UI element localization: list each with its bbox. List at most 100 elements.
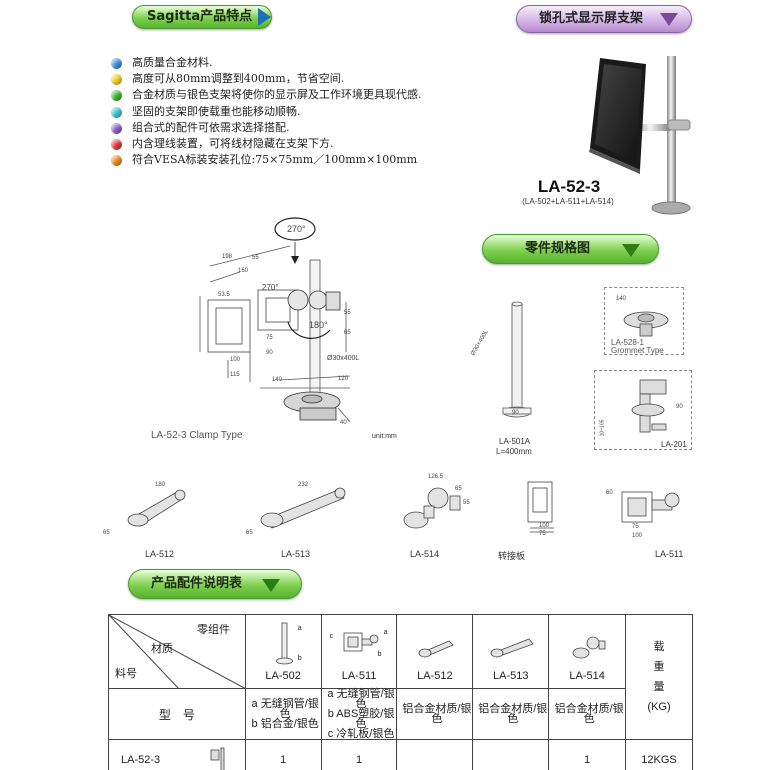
table-corner: 零组件 材质 料号: [108, 614, 246, 689]
weight-header-line: 重: [653, 660, 665, 673]
feature-item: 合金材质与银色支架将使你的显示屏及工作环境更具现代感.: [111, 87, 441, 103]
dim-100: 100: [230, 357, 241, 363]
la511-icon: [343, 632, 378, 652]
dim-120: 120: [338, 376, 349, 382]
material-la512: 铝合金材质/银色: [396, 688, 474, 740]
feature-item: 高度可从80mm调整到400mm，节省空间.: [111, 71, 441, 87]
la514-drawing: [403, 487, 461, 529]
clamp-drawing: [631, 379, 667, 433]
parts-tag: 零件规格图: [482, 234, 659, 264]
la511-label: LA-511: [655, 549, 684, 559]
adapter-d100: 100: [539, 523, 550, 529]
bullet-icon: [111, 155, 122, 167]
col-la512: LA-512: [396, 614, 474, 689]
la512-icon: [419, 640, 455, 658]
row-weight: 12KGS: [625, 739, 693, 770]
callout-b: b: [297, 655, 302, 662]
parts-tag-label: 零件规格图: [525, 241, 591, 256]
col-la514-label: LA-514: [569, 670, 605, 682]
corner-diagonal: [109, 615, 246, 689]
grommet-drawing: [623, 311, 669, 337]
clamp-box: [594, 370, 692, 450]
weight-header-line: 载: [653, 640, 665, 653]
adapter-drawing: [527, 481, 554, 533]
col-la511-label: LA-511: [341, 670, 377, 682]
la512-d65: 65: [103, 530, 110, 536]
corner-components: 零组件: [197, 623, 230, 636]
dim-140: 140: [272, 377, 283, 383]
callout-c: c: [329, 633, 334, 640]
product-model: LA-52-3: [537, 177, 601, 196]
bullet-icon: [111, 106, 122, 118]
weight-header-line: (KG): [647, 701, 671, 713]
adapter-label: 转接板: [498, 551, 526, 561]
row-value-la512: [396, 739, 474, 770]
col-la502: a b LA-502: [244, 614, 322, 689]
grommet-label: LA-528-1: [611, 338, 644, 347]
dim-53: 53.5: [218, 292, 230, 298]
unit-label: unit:mm: [372, 433, 397, 440]
la513-drawing: [260, 487, 346, 529]
la512-d180: 180: [155, 482, 166, 488]
grommet-type: Grommet Type: [611, 346, 664, 355]
material-la514: 铝合金材质/银色: [548, 688, 627, 740]
la511-d75: 75: [632, 524, 639, 530]
dim-115: 115: [230, 372, 240, 378]
la514-icon: [572, 636, 606, 659]
clamp-d10: 10~105: [599, 419, 606, 437]
row-value-la502: 1: [244, 739, 322, 770]
product-photo: [589, 56, 691, 215]
accessory-table: 零组件 材质 料号 a b LA-502 c a b LA-511 LA-512: [108, 614, 693, 770]
la502-icon: [275, 622, 293, 665]
feature-list: 高质量合金材料. 高度可从80mm调整到400mm，节省空间. 合金材质与银色支…: [111, 55, 441, 168]
bullet-icon: [111, 58, 122, 69]
la513-icon: [490, 638, 534, 658]
row-model: LA-52-3: [108, 739, 246, 770]
pole-spec-label: Ø30×400L: [470, 329, 490, 357]
col-la513-label: LA-513: [493, 670, 529, 682]
row-model-label: LA-52-3: [121, 753, 161, 766]
dim-180: 180°: [309, 320, 328, 330]
bullet-icon: [111, 122, 122, 134]
brand-tag: Sagitta产品特点: [132, 5, 272, 29]
feature-item: 坚固的支架即使载重也能移动顺畅.: [111, 104, 441, 120]
dim-270: 270°: [287, 224, 306, 234]
dim-270b: 270°: [262, 283, 279, 292]
la513-d232: 232: [298, 482, 309, 488]
col-la513: LA-513: [472, 614, 550, 689]
dim-90: 90: [266, 350, 273, 356]
pole-d90: 90: [512, 410, 519, 416]
la512-label: LA-512: [145, 549, 175, 559]
grommet-box: [604, 287, 684, 355]
col-la512-label: LA-512: [417, 670, 453, 682]
callout-a: a: [383, 629, 388, 636]
weight-header-line: 量: [653, 680, 665, 693]
row-value-la511: 1: [320, 739, 398, 770]
col-la511: c a b LA-511: [320, 614, 398, 689]
adapter-d75: 75: [539, 531, 546, 537]
pole-spec: Ø30x400L: [327, 355, 360, 362]
corner-partno: 料号: [115, 667, 137, 680]
dim-160: 160: [238, 268, 249, 274]
row-value-la513: [472, 739, 550, 770]
clamp-label: LA-201: [661, 440, 687, 449]
la514-d126: 126.5: [428, 474, 444, 480]
la513-d65: 65: [246, 530, 253, 536]
col-la514: LA-514: [548, 614, 627, 689]
parts-tag-chevron-icon: [622, 244, 640, 257]
pole-label: LA-501A: [499, 437, 531, 446]
brand-tag-arrow-icon: [258, 8, 271, 26]
grommet-d140: 140: [616, 296, 627, 302]
model-header: 型 号: [108, 688, 246, 740]
dim-55: 55: [252, 255, 259, 261]
product-tag-chevron-icon: [660, 13, 678, 26]
bullet-icon: [111, 139, 122, 151]
la514-d65: 65: [455, 486, 462, 492]
pole-length: L=400mm: [496, 447, 532, 456]
dim-40: 40: [340, 420, 347, 426]
bullet-icon: [111, 90, 122, 102]
row-value-la514: 1: [548, 739, 627, 770]
feature-item: 组合式的配件可依需求选择搭配.: [111, 120, 441, 136]
corner-material: 材质: [151, 642, 173, 655]
